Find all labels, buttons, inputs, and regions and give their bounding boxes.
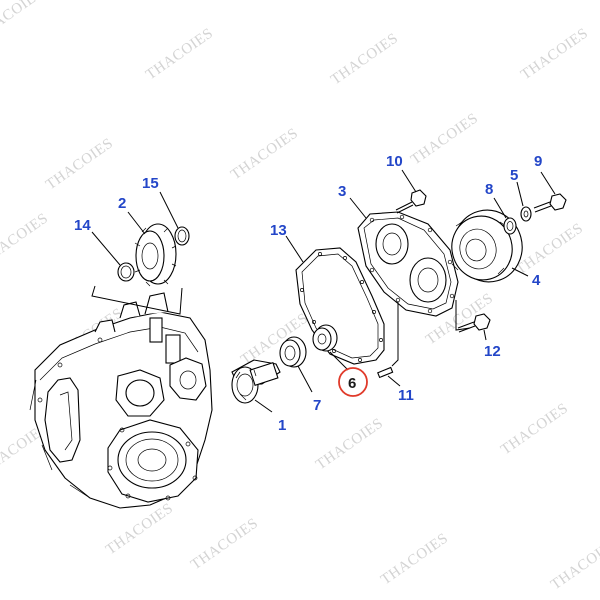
transmission-case [29, 292, 213, 509]
part-12-bolt [457, 313, 491, 333]
watermark: THACOIES [313, 415, 386, 473]
label-15: 15 [142, 175, 159, 192]
label-14: 14 [74, 217, 91, 234]
label-7: 7 [313, 397, 321, 414]
leader-part-3 [349, 197, 367, 219]
highlight-circle [338, 367, 368, 397]
watermark: THACOIES [0, 210, 51, 268]
leader-part-12-label [483, 329, 487, 341]
part-5-washer [520, 206, 532, 222]
label-6: 6 [348, 375, 356, 392]
label-1: 1 [278, 417, 286, 434]
callout-labels: 1 2 3 4 5 6 7 8 9 10 11 12 13 14 15 [74, 153, 542, 434]
watermark: THACOIES [188, 515, 261, 573]
leader-part-9 [540, 171, 556, 195]
watermark: THACOIES [498, 400, 571, 458]
part-2-gear [134, 223, 177, 287]
watermark: THACOIES [328, 30, 401, 88]
watermark: THACOIES [518, 25, 591, 83]
part-1-shaft-gear [231, 359, 281, 404]
label-10: 10 [386, 153, 403, 170]
part-4-housing [451, 209, 523, 283]
watermark: THACOIES [378, 530, 451, 588]
leader-part-14 [91, 231, 121, 266]
part-7-bearing [279, 336, 307, 368]
part-15-snap-ring [174, 226, 190, 246]
leader-part-8 [493, 197, 507, 219]
leader-part-13 [285, 235, 304, 263]
part-14-snap-ring [117, 262, 135, 282]
leader-part-11 [387, 375, 401, 387]
watermark: THACOIES [43, 135, 116, 193]
watermark: THACOIES [143, 25, 216, 83]
leader-part-7 [297, 365, 313, 393]
leader-part-11-up [391, 302, 399, 367]
leader-part-5 [516, 181, 524, 207]
part-6-seal [312, 324, 338, 352]
label-11: 11 [398, 387, 414, 404]
label-8: 8 [485, 181, 493, 198]
watermark: THACOIES [513, 220, 586, 278]
label-12: 12 [484, 343, 501, 360]
label-2: 2 [118, 195, 126, 212]
leader-part-1 [254, 399, 273, 413]
part-3-cover [357, 211, 459, 317]
watermark: THACOIES [408, 110, 481, 168]
part-8-o-ring [503, 217, 517, 235]
watermark: THACOIES [548, 535, 600, 593]
label-3: 3 [338, 183, 346, 200]
label-13: 13 [270, 222, 287, 239]
leader-part-6 [329, 351, 349, 371]
watermark: THACOIES [103, 500, 176, 558]
leader-part-15 [159, 191, 179, 229]
label-5: 5 [510, 167, 518, 184]
leader-part-4 [511, 267, 529, 277]
label-9: 9 [534, 153, 542, 170]
watermark: THACOIES [228, 125, 301, 183]
leader-part-10 [401, 169, 417, 193]
part-9-bolt [533, 193, 567, 213]
label-4: 4 [532, 272, 541, 289]
part-11-dowel-pin [377, 366, 394, 379]
leader-part-2 [127, 211, 146, 235]
part-10-bolt [395, 189, 427, 214]
leader-part-12 [455, 300, 471, 331]
watermark: THACOIES [0, 0, 46, 43]
leader-line [91, 285, 183, 315]
